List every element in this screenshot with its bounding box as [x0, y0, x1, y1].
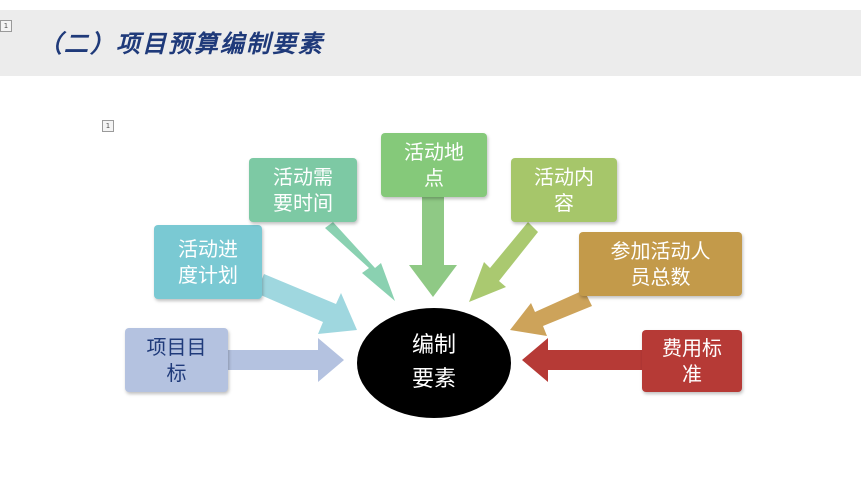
slide-title: （二）项目预算编制要素 — [38, 30, 324, 58]
arrow-cost — [522, 338, 642, 382]
node-activity-location-line2: 点 — [424, 166, 444, 190]
node-cost-standard-line1: 费用标 — [662, 336, 722, 360]
node-cost-standard: 费用标准 — [642, 330, 742, 392]
node-activity-time: 活动需要时间 — [249, 158, 357, 222]
slide-marker-top: 1 — [0, 20, 12, 32]
arrow-schedule — [256, 274, 357, 334]
center-node: 编制 要素 — [357, 308, 511, 418]
node-activity-content-line2: 容 — [554, 191, 574, 215]
arrow-time — [325, 222, 395, 301]
node-activity-time-line2: 要时间 — [273, 191, 333, 215]
node-activity-schedule-line1: 活动进 — [178, 237, 238, 261]
arrow-participants — [510, 290, 592, 336]
arrow-goal — [228, 338, 344, 382]
node-project-goal: 项目目标 — [125, 328, 228, 392]
node-activity-schedule-line2: 度计划 — [178, 263, 238, 287]
node-activity-content-line1: 活动内 — [534, 165, 594, 189]
node-activity-schedule: 活动进度计划 — [154, 225, 262, 299]
title-banner — [0, 10, 861, 76]
node-project-goal-line1: 项目目 — [146, 335, 207, 359]
center-node-line2: 要素 — [411, 367, 456, 392]
node-activity-location-line1: 活动地 — [404, 140, 464, 164]
center-node-line1: 编制 — [411, 333, 456, 358]
node-activity-location: 活动地点 — [381, 133, 487, 197]
node-project-goal-line2: 标 — [166, 361, 187, 385]
node-cost-standard-line2: 准 — [682, 362, 702, 386]
node-activity-time-line1: 活动需 — [273, 165, 333, 189]
node-participant-count-line1: 参加活动人 — [610, 239, 711, 263]
arrow-location — [409, 197, 457, 297]
node-participant-count: 参加活动人员总数 — [579, 232, 742, 296]
arrow-content — [469, 222, 538, 302]
node-activity-content: 活动内容 — [511, 158, 617, 222]
node-participant-count-line2: 员总数 — [630, 265, 691, 289]
slide-marker-mid: 1 — [102, 120, 114, 132]
